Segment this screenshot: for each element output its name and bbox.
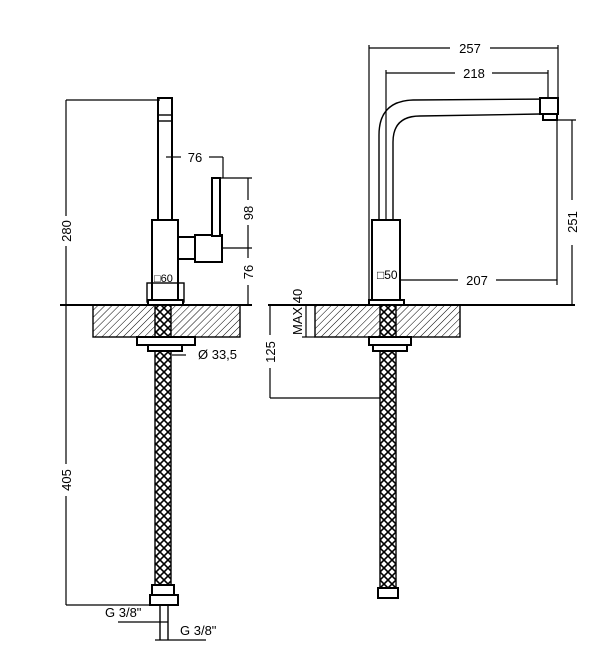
hose-fitting (377, 587, 399, 599)
spout-outlet (539, 97, 559, 115)
handle-block (194, 234, 223, 263)
side-view: 280 405 76 98 76 □60 Ø 33,5 G 3/8" G 3/8… (59, 97, 256, 641)
hose-fitting (151, 584, 175, 596)
dim-base-50: □50 (377, 268, 398, 282)
dim-218: 218 (463, 66, 485, 81)
mounting-washer (147, 344, 183, 352)
dim-207: 207 (466, 273, 488, 288)
thread-label-2: G 3/8" (180, 623, 217, 638)
handle-lever (211, 177, 221, 237)
spout-outer (378, 98, 559, 220)
dim-76-offset: 76 (188, 150, 202, 165)
faucet-body (371, 219, 401, 301)
mounting-nut (368, 336, 412, 346)
dim-280: 280 (59, 220, 74, 242)
spout-inner (392, 113, 541, 220)
dim-98: 98 (241, 206, 256, 220)
dim-257: 257 (459, 41, 481, 56)
dim-76-height: 76 (241, 265, 256, 279)
thread-label-1: G 3/8" (105, 605, 142, 620)
dim-base-60: □60 (154, 273, 173, 285)
dim-hole-diameter: Ø 33,5 (198, 347, 237, 362)
dim-max-40: MAX 40 (290, 289, 305, 335)
hose-nut (149, 594, 179, 606)
faucet-body (151, 219, 179, 301)
dim-251: 251 (565, 211, 580, 233)
dim-125: 125 (263, 341, 278, 363)
mounting-nut (136, 336, 196, 346)
dim-405: 405 (59, 469, 74, 491)
spout-column (157, 97, 173, 221)
handle-connector (177, 236, 196, 260)
front-view: 257 218 251 207 □50 MAX 40 125 (263, 41, 580, 599)
